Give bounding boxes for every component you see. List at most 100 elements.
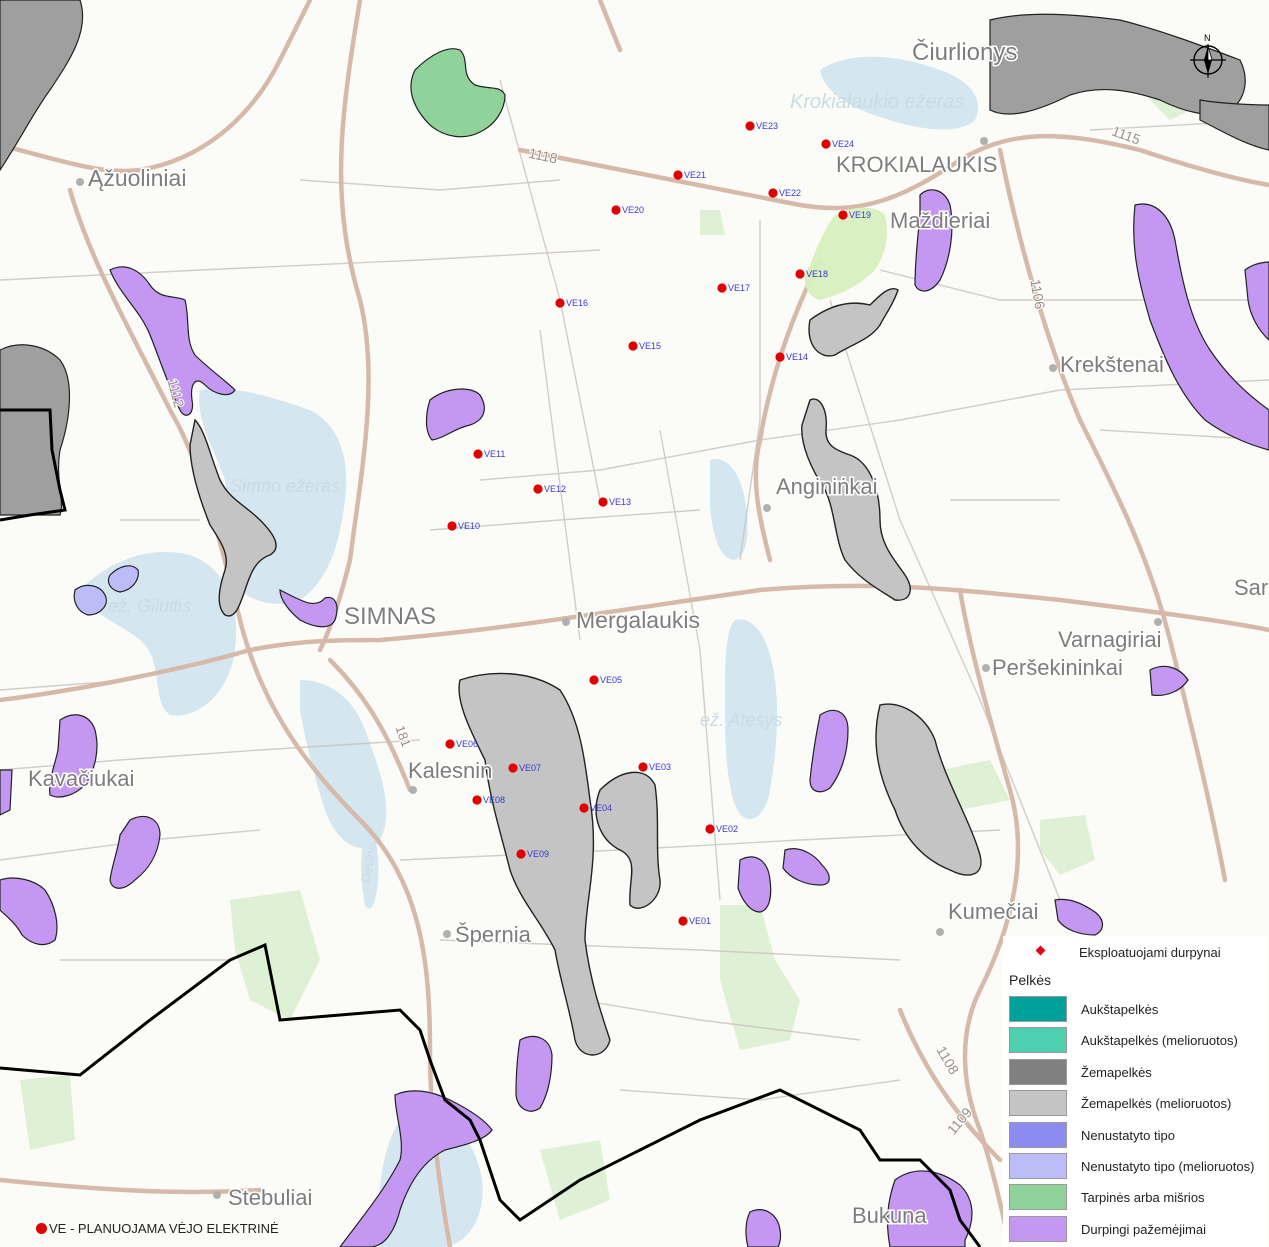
lake-label: ež. Giluitis — [108, 596, 191, 616]
turbine-label: VE23 — [756, 121, 778, 131]
turbine-marker[interactable]: VE19 — [838, 210, 871, 220]
turbine-label: VE14 — [786, 352, 808, 362]
turbine-dot[interactable] — [611, 205, 621, 215]
turbine-dot[interactable] — [745, 121, 755, 131]
turbine-marker[interactable]: VE23 — [745, 121, 778, 131]
legend-label: Tarpinės arba mišrios — [1081, 1190, 1205, 1206]
road-number: 1106 — [1027, 278, 1048, 311]
bog-east — [875, 703, 982, 876]
turbine-dot[interactable] — [775, 352, 785, 362]
turbine-dot[interactable] — [579, 803, 589, 813]
place-label: Čiurlionys — [912, 38, 1017, 66]
turbine-dot[interactable] — [598, 497, 608, 507]
legend-swatch — [1009, 996, 1067, 1022]
turbine-marker[interactable]: VE21 — [673, 170, 706, 180]
turbine-dot[interactable] — [447, 521, 457, 531]
turbine-dot[interactable] — [768, 188, 778, 198]
turbine-dot[interactable] — [717, 283, 727, 293]
legend-row: Nenustatyto tipo (melioruotos) — [1009, 1153, 1265, 1181]
turbine-marker[interactable]: VE24 — [821, 139, 854, 149]
legend-label: Eksploatuojami durpynai — [1079, 945, 1221, 960]
turbine-marker[interactable]: VE03 — [638, 762, 671, 772]
lake-devinis — [361, 830, 379, 909]
turbine-marker[interactable]: VE16 — [555, 298, 588, 308]
turbine-dot[interactable] — [555, 298, 565, 308]
legend-swatch — [1009, 1153, 1067, 1179]
place-label: Kumečiai — [948, 899, 1038, 924]
legend-row: Durpingi pažemėjimai — [1009, 1215, 1265, 1244]
lake-label: Devinis — [358, 839, 380, 884]
settlement-markers — [76, 137, 1162, 1199]
place-label: Anginiṅkai — [776, 474, 878, 499]
turbine-dot[interactable] — [589, 675, 599, 685]
lake-label: Krokialaukio ežeras — [790, 91, 965, 113]
turbine-dot[interactable] — [508, 763, 518, 773]
turbine-dot[interactable] — [705, 824, 715, 834]
place-label: Varnagiriai — [1058, 627, 1162, 652]
turbine-dot[interactable] — [472, 795, 482, 805]
turbine-dot[interactable] — [516, 849, 526, 859]
turbine-label: VE07 — [519, 763, 541, 773]
place-labels: Čiurlionys Ąžuoliniai KROKIALAUKIS Maždi… — [27, 37, 1269, 1230]
turbine-marker[interactable]: VE22 — [768, 188, 801, 198]
north-label: N — [1204, 33, 1211, 43]
bog-simno — [189, 418, 277, 617]
turbine-marker[interactable]: VE11 — [473, 449, 505, 459]
turbine-marker[interactable]: VE14 — [775, 352, 808, 362]
turbine-marker[interactable]: VE12 — [533, 484, 566, 494]
turbine-label: VE01 — [689, 916, 711, 926]
turbine-marker[interactable]: VE04 — [579, 803, 612, 813]
turbine-dot[interactable] — [678, 916, 688, 926]
place-label: Krekštenai — [1060, 352, 1164, 377]
turbine-label: VE10 — [458, 521, 480, 531]
lakes — [80, 56, 979, 1247]
lake-angininkai — [710, 459, 748, 560]
turbine-dot[interactable] — [838, 210, 848, 220]
turbine-marker[interactable]: VE05 — [589, 675, 622, 685]
turbine-marker[interactable]: VE09 — [516, 849, 549, 859]
turbine-label: VE16 — [566, 298, 588, 308]
turbine-dot[interactable] — [795, 269, 805, 279]
legend-swatch — [1009, 1058, 1067, 1085]
turbine-marker[interactable]: VE13 — [598, 497, 631, 507]
turbine-dot[interactable] — [473, 449, 483, 459]
legend-title: Pelkės — [1009, 972, 1052, 988]
legend-label: Durpingi pažemėjimai — [1081, 1221, 1206, 1237]
turbine-marker[interactable]: VE20 — [611, 205, 644, 215]
place-label: Peršekininkai — [992, 655, 1123, 680]
turbine-dot[interactable] — [673, 170, 683, 180]
turbine-dot[interactable] — [628, 341, 638, 351]
turbine-dot[interactable] — [533, 484, 543, 494]
place-label: Bukuna — [852, 1203, 927, 1228]
place-label: Mergalaukis — [576, 607, 700, 633]
legend-label: Žemapelkės (melioruotos) — [1081, 1096, 1232, 1112]
turbine-marker[interactable]: VE06 — [445, 739, 478, 749]
turbine-marker[interactable]: VE08 — [472, 795, 505, 805]
turbine-marker[interactable]: VE02 — [705, 824, 738, 834]
place-label: Kavačiukai — [28, 766, 134, 791]
bog-kalesninkai — [458, 672, 611, 1056]
transitional-light — [804, 207, 887, 300]
turbine-marker[interactable]: VE15 — [628, 341, 661, 351]
place-label: Ąžuoliniai — [88, 165, 186, 191]
turbine-marker[interactable]: VE01 — [678, 916, 711, 926]
place-label: Kalesnin — [408, 758, 492, 783]
bog-ve04 — [595, 771, 661, 909]
lake-label: ež. Atesys — [700, 710, 782, 730]
road-number: 1118 — [527, 145, 559, 167]
turbine-marker[interactable]: VE17 — [717, 283, 750, 293]
north-arrow-icon: N — [1190, 33, 1226, 78]
turbine-marker[interactable]: VE07 — [508, 763, 541, 773]
place-label: Maždieriai — [890, 208, 990, 233]
turbine-marker[interactable]: VE10 — [447, 521, 480, 531]
turbine-label: VE15 — [639, 341, 661, 351]
turbine-marker[interactable]: VE18 — [795, 269, 828, 279]
turbine-dot[interactable] — [821, 139, 831, 149]
red-diamond-icon — [1035, 945, 1046, 956]
place-label: KROKIALAUKIS — [836, 152, 997, 177]
turbine-dot[interactable] — [638, 762, 648, 772]
turbine-dot[interactable] — [445, 739, 455, 749]
